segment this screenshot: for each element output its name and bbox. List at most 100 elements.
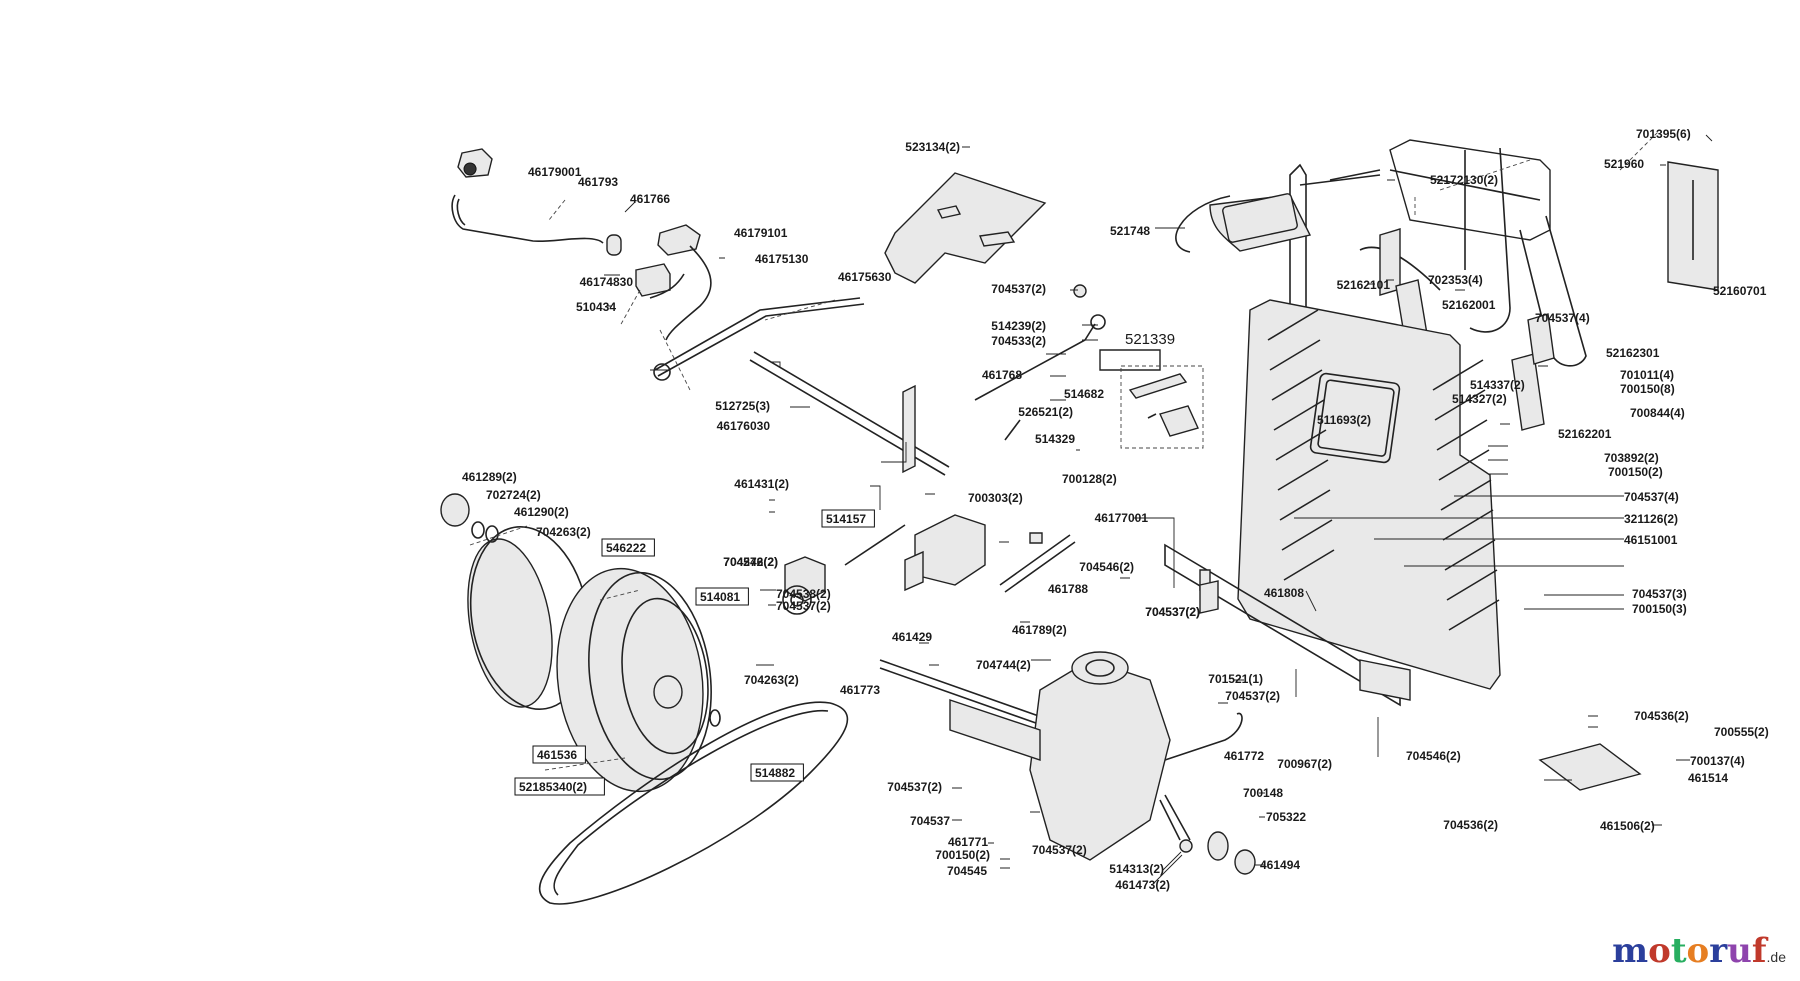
part-label: 52162001	[1442, 298, 1496, 312]
logo-letter: o	[1648, 931, 1671, 971]
panel-slot	[1442, 509, 1494, 541]
boxed-label: 514081	[700, 590, 740, 604]
part-label: 700150(2)	[935, 848, 990, 862]
boxed-label-frame	[695, 587, 749, 606]
logo-letter: m	[1612, 931, 1649, 971]
part-label: 704537(2)	[1145, 605, 1200, 619]
part-label: 461431(2)	[734, 477, 789, 491]
part-label: 46179101	[734, 226, 788, 240]
part-label: 704546(2)	[723, 555, 778, 569]
part-label: 701395(6)	[1636, 127, 1691, 141]
boxed-label-frame	[601, 538, 655, 557]
panel-slot	[1448, 599, 1500, 631]
rear-panel-drawing	[1237, 299, 1501, 690]
part-labels: 701395(6) 521960 52172130(2) 521748 52162101…	[462, 127, 1769, 892]
part-label: 461290(2)	[514, 505, 569, 519]
logo-letter: o	[1686, 931, 1710, 971]
part-label: 461773	[840, 683, 880, 697]
part-label: 704538(2)	[776, 587, 831, 601]
part-label: 526521(2)	[1018, 405, 1073, 419]
part-label: 704537(2)	[1145, 605, 1200, 619]
logo-text: motoruf	[1612, 931, 1766, 971]
boxed-label: 514882	[755, 766, 795, 780]
panel-slot	[1275, 429, 1327, 461]
panel-slot	[1444, 539, 1496, 571]
part-label: 461289(2)	[462, 470, 517, 484]
part-label: 523134(2)	[905, 140, 960, 154]
part-label: 702724(2)	[486, 488, 541, 502]
part-label: 702353(4)	[1428, 273, 1483, 287]
motoruf-logo: motoruf.de	[1612, 931, 1786, 971]
part-label: 52172130(2)	[1430, 173, 1498, 187]
part-label: 52162201	[1558, 427, 1612, 441]
panel-slot	[1436, 419, 1488, 451]
part-label: 704272(2)	[723, 555, 778, 569]
part-label: 46179001	[528, 165, 582, 179]
panel-slot	[1446, 569, 1498, 601]
part-label: 704536(2)	[1443, 818, 1498, 832]
part-label: 701521(1)	[1208, 672, 1263, 686]
center-linkage-drawing	[782, 284, 1204, 615]
part-label: 46151001	[1624, 533, 1678, 547]
part-label: 704537(4)	[1535, 311, 1590, 325]
panel-slot	[1438, 449, 1490, 481]
boxed-group-labels: 54622251408146153652185340(2)51488251415…	[514, 509, 875, 796]
boxed-label: 52185340(2)	[519, 780, 587, 794]
part-label: 46177001	[1095, 511, 1149, 525]
part-label: 461473(2)	[1115, 878, 1170, 892]
part-label: 704537(2)	[1225, 689, 1280, 703]
part-label: 700128(2)	[1062, 472, 1117, 486]
part-label: 700148	[1243, 786, 1283, 800]
part-label: 461514	[1688, 771, 1728, 785]
part-label: 703892(2)	[1604, 451, 1659, 465]
part-label: 700303(2)	[968, 491, 1023, 505]
part-label: 461766	[630, 192, 670, 206]
part-label: 514337(2)	[1470, 378, 1525, 392]
part-label: 704536(2)	[1634, 709, 1689, 723]
panel-slot	[1269, 339, 1321, 371]
panel-slot	[1434, 389, 1486, 421]
logo-letter: r	[1709, 931, 1728, 971]
part-label: 705322	[1266, 810, 1306, 824]
part-label: 704546(2)	[1406, 749, 1461, 763]
part-label: 704545	[947, 864, 987, 878]
part-label: 52162101	[1337, 278, 1391, 292]
boxed-label-frame	[532, 745, 586, 764]
cover-plate-drawing	[884, 172, 1047, 284]
part-label: 461788	[1048, 582, 1088, 596]
boxed-label-frame	[514, 777, 605, 796]
boxed-label: 514157	[826, 512, 866, 526]
part-label: 512725(3)	[715, 399, 770, 413]
boxed-label-frame	[750, 763, 804, 782]
panel-slots	[1267, 309, 1500, 631]
part-label: 700150(2)	[1608, 465, 1663, 479]
transmission-drawing	[879, 651, 1256, 875]
part-label: 461506(2)	[1600, 819, 1655, 833]
leader-lines	[604, 134, 1713, 886]
panel-slot	[1267, 309, 1319, 341]
panel-slot	[1277, 459, 1329, 491]
part-label: 704533(2)	[991, 334, 1046, 348]
group-label: 521339	[1125, 331, 1175, 348]
part-label: 461429	[892, 630, 932, 644]
panel-slot	[1279, 489, 1331, 521]
part-label: 704537(2)	[1032, 843, 1087, 857]
part-label: 700150(3)	[1632, 602, 1687, 616]
part-label: 46174830	[580, 275, 634, 289]
part-label: 461789(2)	[1012, 623, 1067, 637]
part-label: 704263(2)	[744, 673, 799, 687]
boxed-label: 461536	[537, 748, 577, 762]
part-label: 461771	[948, 835, 988, 849]
logo-letter: t	[1670, 931, 1687, 971]
drive-belt-drawing	[538, 701, 849, 905]
panel-slot	[1271, 369, 1323, 401]
panel-slot	[1273, 399, 1325, 431]
part-label: 461768	[982, 368, 1022, 382]
part-label: 521960	[1604, 157, 1644, 171]
panel-slot	[1440, 479, 1492, 511]
part-label: 46175630	[838, 270, 892, 284]
part-label: 321126(2)	[1624, 512, 1678, 526]
part-label: 521748	[1110, 224, 1150, 238]
part-label: 461793	[578, 175, 618, 189]
